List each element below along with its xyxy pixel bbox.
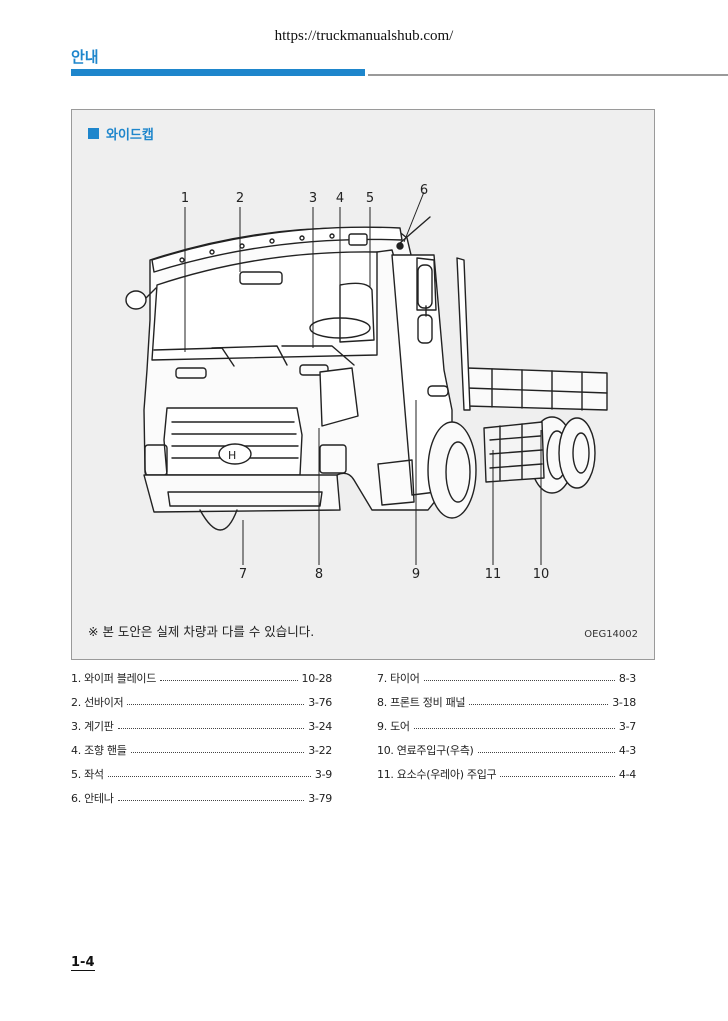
index-label: 10. 연료주입구(우측) bbox=[377, 744, 474, 757]
index-label: 9. 도어 bbox=[377, 720, 410, 733]
figure-note: ※ 본 도안은 실제 차량과 다를 수 있습니다. bbox=[88, 624, 315, 639]
header-bar-accent bbox=[71, 69, 365, 76]
index-label: 8. 프론트 정비 패널 bbox=[377, 696, 466, 709]
callout-label: 4 bbox=[335, 191, 345, 206]
leader-dots bbox=[130, 751, 305, 753]
index-row: 2. 선바이저 3-76 bbox=[71, 690, 332, 714]
callout-label: 6 bbox=[419, 183, 429, 198]
index-row: 5. 좌석 3-9 bbox=[71, 762, 332, 786]
index-row: 8. 프론트 정비 패널 3-18 bbox=[377, 690, 636, 714]
source-url: https://truckmanualshub.com/ bbox=[274, 28, 454, 44]
callout-label: 10 bbox=[532, 567, 550, 582]
index-label: 3. 계기판 bbox=[71, 720, 114, 733]
index-page: 3-9 bbox=[314, 767, 332, 781]
leader-dots bbox=[500, 775, 615, 777]
index-page: 3-18 bbox=[612, 695, 636, 709]
index-page: 3-24 bbox=[308, 719, 332, 733]
section-title: 안내 bbox=[71, 48, 99, 66]
leader-dots bbox=[413, 727, 615, 729]
index-label: 5. 좌석 bbox=[71, 768, 104, 781]
callout-label: 7 bbox=[238, 567, 248, 582]
leader-dots bbox=[117, 799, 305, 801]
figure-code: OEG14002 bbox=[584, 629, 638, 640]
index-page: 3-7 bbox=[618, 719, 636, 733]
leader-dots bbox=[477, 751, 615, 753]
index-row: 1. 와이퍼 블레이드 10-28 bbox=[71, 666, 332, 690]
leader-dots bbox=[423, 679, 615, 681]
page-number: 1-4 bbox=[71, 955, 95, 971]
callout-label: 11 bbox=[484, 567, 502, 582]
index-label: 11. 요소수(우레아) 주입구 bbox=[377, 768, 497, 781]
leader-dots bbox=[127, 703, 305, 705]
index-row: 6. 안테나 3-79 bbox=[71, 786, 332, 810]
index-label: 7. 타이어 bbox=[377, 672, 420, 685]
index-page: 4-3 bbox=[618, 743, 636, 757]
index-page: 10-28 bbox=[301, 671, 333, 685]
callout-label: 5 bbox=[365, 191, 375, 206]
svg-text:H: H bbox=[228, 449, 236, 462]
index-list-right: 7. 타이어 8-3 8. 프론트 정비 패널 3-18 9. 도어 3-7 10. … bbox=[377, 666, 636, 786]
callout-label: 2 bbox=[235, 191, 245, 206]
index-row: 10. 연료주입구(우측) 4-3 bbox=[377, 738, 636, 762]
callout-label: 8 bbox=[314, 567, 324, 582]
header-bar-rule bbox=[368, 74, 728, 76]
leader-dots bbox=[107, 775, 311, 777]
figure-title-text: 와이드캡 bbox=[106, 128, 154, 143]
index-label: 4. 조향 핸들 bbox=[71, 744, 127, 757]
index-page: 3-22 bbox=[308, 743, 332, 757]
index-row: 3. 계기판 3-24 bbox=[71, 714, 332, 738]
callout-label: 1 bbox=[180, 191, 190, 206]
figure-box: 와이드캡 bbox=[71, 109, 655, 660]
figure-title: 와이드캡 bbox=[88, 124, 154, 143]
truck-illustration: H bbox=[125, 191, 608, 565]
leader-dots bbox=[469, 703, 609, 705]
index-page: 3-79 bbox=[308, 791, 332, 805]
index-row: 7. 타이어 8-3 bbox=[377, 666, 636, 690]
index-row: 9. 도어 3-7 bbox=[377, 714, 636, 738]
leader-dots bbox=[160, 679, 298, 681]
index-label: 1. 와이퍼 블레이드 bbox=[71, 672, 157, 685]
index-page: 4-4 bbox=[618, 767, 636, 781]
index-row: 4. 조향 핸들 3-22 bbox=[71, 738, 332, 762]
callout-label: 9 bbox=[411, 567, 421, 582]
index-label: 6. 안테나 bbox=[71, 792, 114, 805]
index-label: 2. 선바이저 bbox=[71, 696, 124, 709]
index-page: 3-76 bbox=[308, 695, 332, 709]
index-page: 8-3 bbox=[618, 671, 636, 685]
leader-dots bbox=[117, 727, 305, 729]
callout-label: 3 bbox=[308, 191, 318, 206]
index-row: 11. 요소수(우레아) 주입구 4-4 bbox=[377, 762, 636, 786]
square-bullet-icon bbox=[88, 128, 99, 139]
